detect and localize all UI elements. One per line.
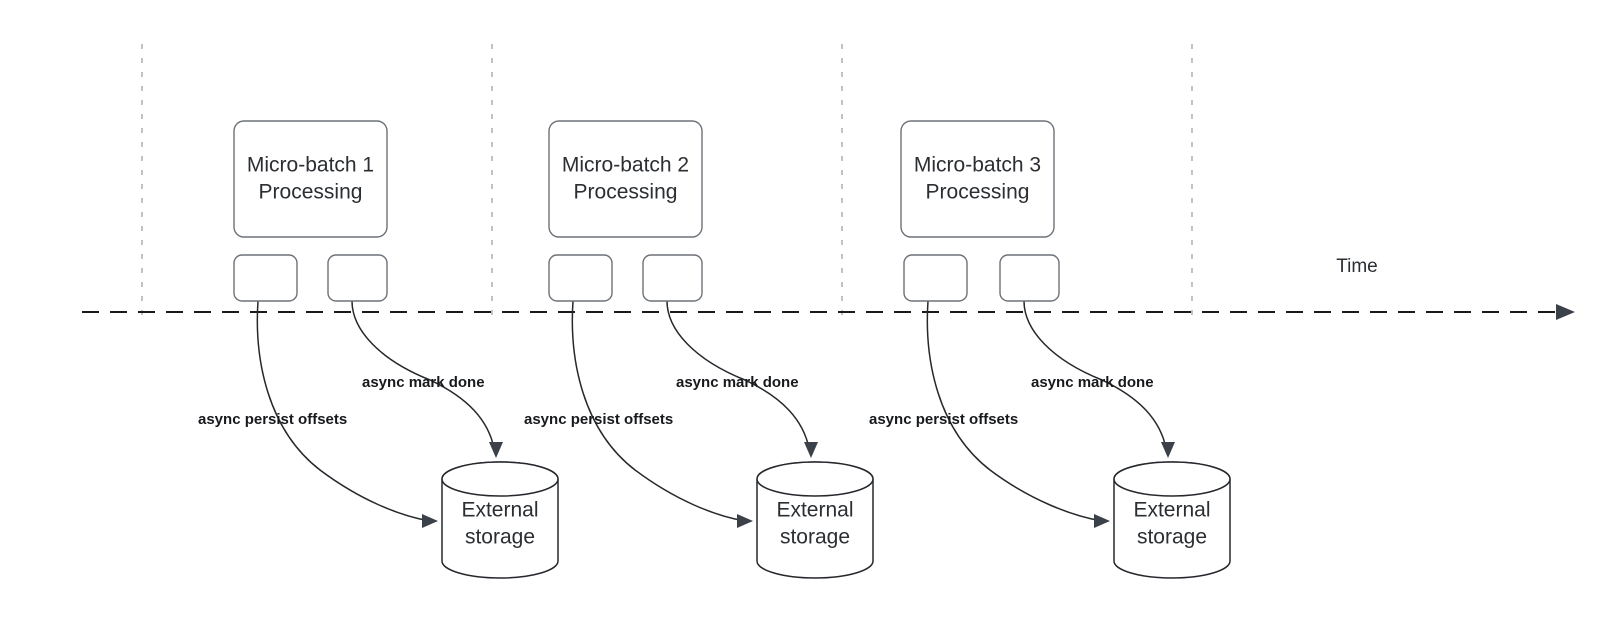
async-mark-done-curve-1 xyxy=(351,300,495,449)
async-mark-done-curve-2 xyxy=(666,300,810,449)
external-storage-cylinder-top-2 xyxy=(756,461,874,497)
mark-done-task-box-3[interactable] xyxy=(999,254,1060,302)
async-persist-offsets-curve-1 xyxy=(256,300,431,522)
micro-batch-process-label-line1-2: Micro-batch 2 xyxy=(562,154,689,177)
time-axis-arrowhead xyxy=(1556,304,1575,320)
micro-batch-process-label-line2-3: Processing xyxy=(926,181,1030,204)
micro-batch-process-label-line2-2: Processing xyxy=(574,181,678,204)
time-axis-group: Time xyxy=(82,256,1575,320)
boundary-lines-group xyxy=(141,44,1193,320)
micro-batch-process-box-3[interactable] xyxy=(900,120,1055,238)
async-mark-done-arrowhead-1 xyxy=(489,442,503,458)
external-storage-label-line1-2: External xyxy=(776,499,853,522)
async-persist-offsets-curve-2 xyxy=(571,300,746,522)
async-persist-offsets-arrowhead-1 xyxy=(422,514,438,528)
async-mark-done-arrowhead-2 xyxy=(804,442,818,458)
external-storage-label-line2-3: storage xyxy=(1137,526,1207,549)
mark-done-task-box-2[interactable] xyxy=(642,254,703,302)
async-persist-offsets-arrowhead-3 xyxy=(1094,514,1110,528)
micro-batch-process-box-1[interactable] xyxy=(233,120,388,238)
flow-edges-group xyxy=(256,300,1175,528)
async-persist-offsets-arrowhead-2 xyxy=(737,514,753,528)
micro-batch-process-label-line2-1: Processing xyxy=(259,181,363,204)
external-storage-cylinder-top-1 xyxy=(441,461,559,497)
external-storage-label-line2-1: storage xyxy=(465,526,535,549)
persist-task-box-2[interactable] xyxy=(548,254,613,302)
async-mark-done-arrowhead-3 xyxy=(1161,442,1175,458)
edge-labels-group: async persist offsets async mark done asyn… xyxy=(198,374,1154,428)
mark-done-task-box-1[interactable] xyxy=(327,254,388,302)
async-mark-done-label-2: async mark done xyxy=(676,374,799,391)
async-mark-done-label-3: async mark done xyxy=(1031,374,1154,391)
persist-task-box-3[interactable] xyxy=(903,254,968,302)
async-persist-offsets-label-1: async persist offsets xyxy=(198,411,347,428)
external-storage-label-line1-3: External xyxy=(1133,499,1210,522)
async-persist-offsets-label-2: async persist offsets xyxy=(524,411,673,428)
async-mark-done-label-1: async mark done xyxy=(362,374,485,391)
time-axis-label: Time xyxy=(1336,256,1378,277)
async-persist-offsets-curve-3 xyxy=(926,300,1103,522)
micro-batch-process-box-2[interactable] xyxy=(548,120,703,238)
external-storage-cylinder-top-3 xyxy=(1113,461,1231,497)
external-storage-label-line2-2: storage xyxy=(780,526,850,549)
micro-batch-process-label-line1-3: Micro-batch 3 xyxy=(914,154,1041,177)
persist-task-box-1[interactable] xyxy=(233,254,298,302)
async-mark-done-curve-3 xyxy=(1023,300,1167,449)
external-storage-label-line1-1: External xyxy=(461,499,538,522)
micro-batch-process-label-line1-1: Micro-batch 1 xyxy=(247,154,374,177)
async-persist-offsets-label-3: async persist offsets xyxy=(869,411,1018,428)
